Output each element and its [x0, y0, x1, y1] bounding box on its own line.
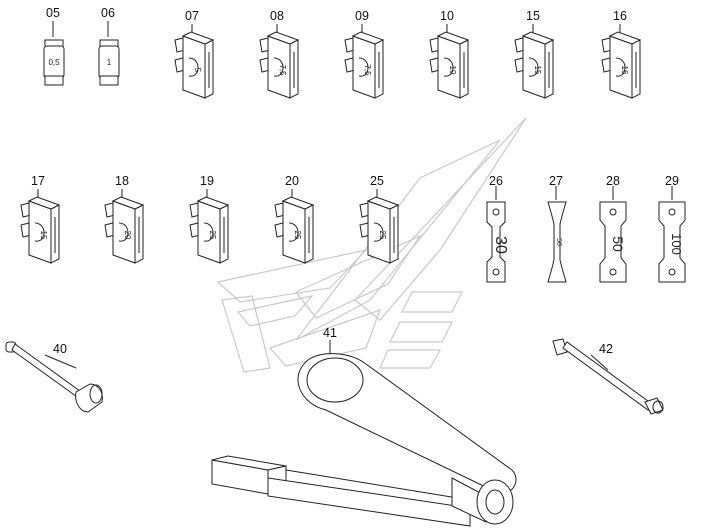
rating-25: 25 — [378, 231, 387, 240]
label-10: 10 — [440, 9, 454, 23]
label-09: 09 — [355, 9, 369, 23]
blade-fuse-25: 25 — [359, 189, 400, 264]
fuse-puller-41 — [211, 353, 517, 527]
rating-15: 15 — [533, 66, 542, 75]
label-19: 19 — [200, 174, 214, 188]
strip-fuse-26 — [486, 186, 506, 283]
blade-fuse-08: 7,5 — [259, 24, 300, 99]
label-25: 25 — [370, 174, 384, 188]
rating-19: 25 — [208, 231, 217, 240]
label-42: 42 — [599, 342, 613, 356]
label-27: 27 — [549, 174, 563, 188]
label-26: 26 — [489, 174, 503, 188]
rating-17: 15 — [39, 231, 48, 240]
blade-fuse-20: 25 — [274, 189, 315, 264]
label-07: 07 — [185, 9, 199, 23]
label-06: 06 — [101, 6, 115, 20]
fuse-tool-40 — [5, 341, 103, 413]
label-16: 16 — [613, 9, 627, 23]
blade-fuse-15: 15 — [514, 24, 555, 99]
blade-fuse-group: 5 7,5 7,5 10 15 16 15 20 25 25 25 — [20, 24, 642, 264]
blade-fuse-18: 20 — [104, 189, 145, 264]
rating-18: 20 — [123, 231, 132, 240]
rating-27: 50 — [555, 238, 562, 246]
rating-08: 7,5 — [278, 64, 287, 76]
blade-fuse-16: 16 — [601, 24, 642, 99]
rating-28: 50 — [610, 236, 626, 252]
rating-09: 7,5 — [363, 64, 372, 76]
blade-fuse-17: 15 — [20, 189, 61, 264]
label-40: 40 — [53, 342, 67, 356]
label-18: 18 — [115, 174, 129, 188]
blade-fuse-10: 10 — [429, 24, 470, 99]
label-20: 20 — [285, 174, 299, 188]
label-15: 15 — [526, 9, 540, 23]
rating-05: 0,5 — [48, 58, 60, 67]
label-28: 28 — [606, 174, 620, 188]
rating-10: 10 — [448, 66, 457, 75]
rating-06: 1 — [107, 58, 112, 67]
rating-29: 100 — [669, 233, 684, 255]
rating-20: 25 — [293, 231, 302, 240]
strip-fuse-28 — [599, 186, 627, 283]
label-08: 08 — [270, 9, 284, 23]
glass-fuse-06 — [98, 21, 120, 86]
blade-fuse-09: 7,5 — [344, 24, 385, 99]
strip-fuse-27 — [547, 186, 567, 283]
glass-fuse-05 — [43, 21, 65, 86]
rating-16: 16 — [620, 66, 629, 75]
blade-fuse-07: 5 — [174, 24, 215, 99]
label-05: 05 — [46, 6, 60, 20]
label-17: 17 — [31, 174, 45, 188]
fuse-tool-42 — [552, 338, 664, 415]
rating-07: 5 — [193, 68, 202, 73]
strip-fuse-29 — [658, 186, 686, 283]
label-29: 29 — [665, 174, 679, 188]
blade-fuse-19: 25 — [189, 189, 230, 264]
rating-26: 30 — [492, 236, 509, 254]
label-41: 41 — [323, 326, 337, 340]
